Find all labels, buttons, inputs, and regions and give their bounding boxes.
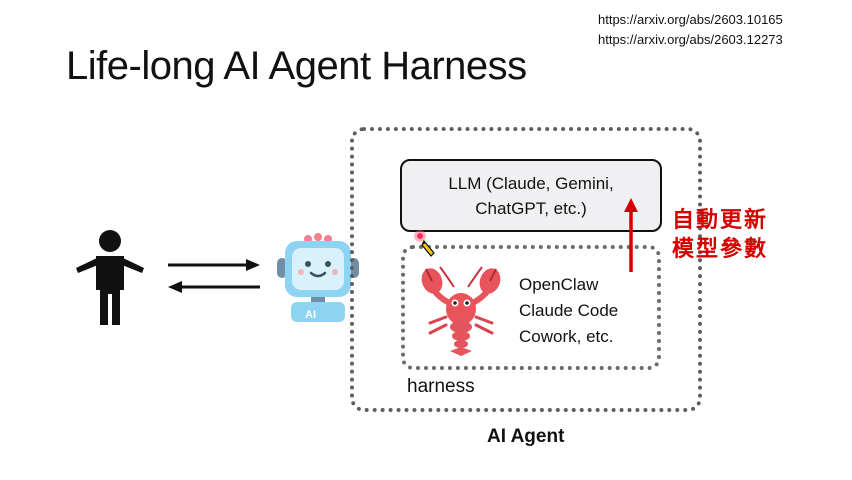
harness-tool-item: Cowork, etc. bbox=[519, 327, 614, 346]
pen-cursor-icon bbox=[414, 230, 435, 257]
robot-icon: AI bbox=[277, 233, 359, 322]
llm-box-line1: LLM (Claude, Gemini, bbox=[448, 173, 614, 193]
reference-link-1[interactable]: https://arxiv.org/abs/2603.10165 bbox=[598, 12, 783, 27]
lobster-icon bbox=[421, 266, 501, 356]
reference-link-2[interactable]: https://arxiv.org/abs/2603.12273 bbox=[598, 32, 783, 47]
arrow-right-icon bbox=[168, 259, 260, 271]
exchange-arrows bbox=[168, 259, 260, 293]
llm-box: LLM (Claude, Gemini, ChatGPT, etc.) bbox=[400, 159, 662, 232]
arrow-up-icon bbox=[624, 198, 638, 272]
llm-box-line2: ChatGPT, etc.) bbox=[475, 198, 587, 218]
arrow-left-icon bbox=[168, 281, 260, 293]
update-parameters-label: 自動更新 模型參數 bbox=[672, 205, 768, 263]
harness-tool-item: OpenClaw bbox=[519, 275, 599, 294]
harness-label: harness bbox=[407, 376, 475, 397]
person-icon bbox=[76, 230, 144, 325]
harness-tool-list: OpenClaw Claude Code Cowork, etc. bbox=[519, 272, 618, 350]
harness-tool-item: Claude Code bbox=[519, 301, 619, 320]
references: https://arxiv.org/abs/2603.10165 https:/… bbox=[598, 10, 783, 50]
update-label-line2: 模型參數 bbox=[672, 236, 769, 261]
slide-title: Life-long AI Agent Harness bbox=[66, 44, 527, 88]
robot-badge: AI bbox=[305, 309, 316, 321]
ai-agent-box bbox=[350, 127, 702, 412]
ai-agent-label: AI Agent bbox=[487, 426, 565, 447]
update-label-line1: 自動更新 bbox=[672, 207, 769, 232]
harness-box bbox=[401, 245, 661, 370]
